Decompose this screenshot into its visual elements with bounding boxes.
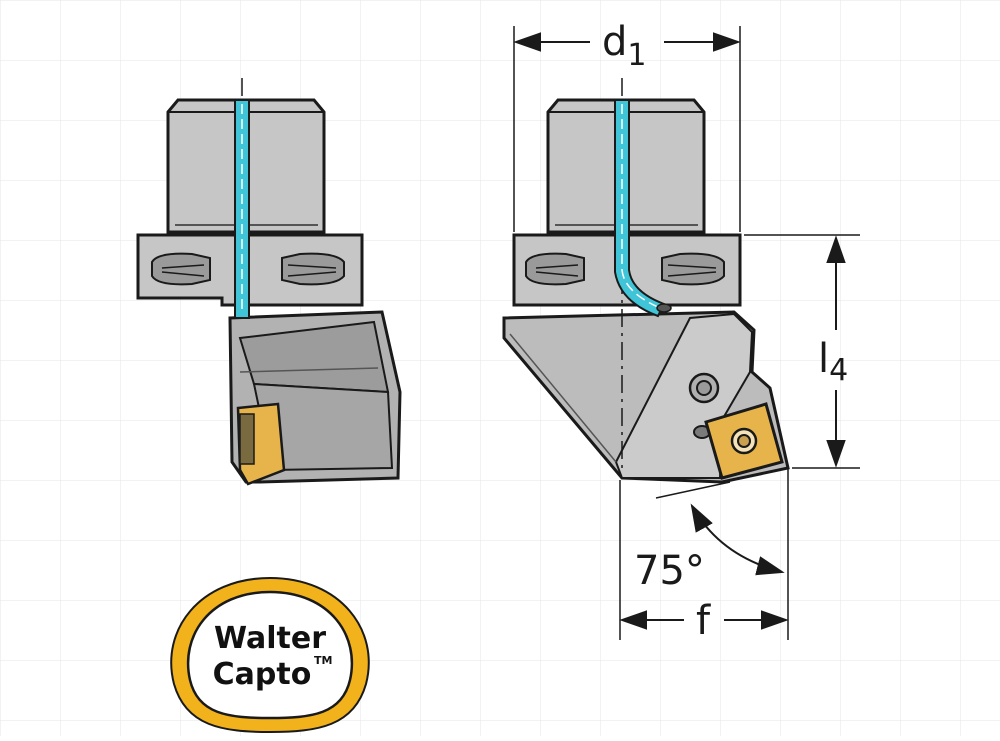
dimension-angle: 75°: [634, 481, 785, 594]
front-view-holder: [502, 78, 790, 484]
clamp-slot-left: [151, 252, 211, 286]
l4-label: l4: [818, 336, 848, 388]
logo-line-2: Capto: [213, 657, 312, 692]
d1-label: d1: [602, 19, 646, 73]
dimension-l4: l4: [744, 234, 860, 469]
clamp-slot-front-left: [525, 252, 585, 286]
side-view-holder: [136, 78, 402, 486]
dimension-d1: d1: [513, 19, 741, 232]
clamp-slot-right: [281, 252, 345, 286]
walter-capto-logo: Walter Capto TM: [170, 576, 370, 734]
logo-trademark: TM: [314, 654, 332, 667]
logo-line-1: Walter: [214, 621, 326, 656]
angle-label: 75°: [634, 548, 705, 594]
f-label: f: [696, 598, 711, 644]
dimension-f: f: [619, 468, 789, 644]
clamp-slot-front-right: [661, 252, 725, 286]
